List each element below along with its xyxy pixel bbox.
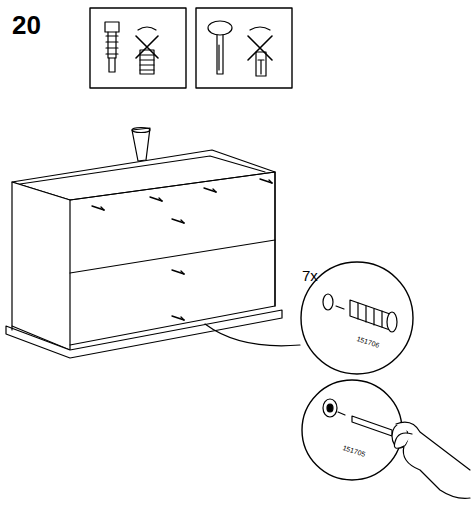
screw-arrow	[92, 179, 272, 320]
step-number: 20	[12, 12, 41, 38]
leg	[132, 128, 150, 161]
quantity-label: 7x	[302, 268, 318, 283]
pin-icon	[208, 21, 272, 76]
dowel-icon	[105, 22, 158, 74]
icon-box	[90, 8, 186, 88]
hand	[394, 422, 470, 498]
icon-box	[196, 8, 292, 88]
callout-circle	[301, 262, 413, 374]
callout-circle	[302, 380, 402, 480]
cabinet	[6, 150, 282, 358]
dowel	[323, 294, 397, 332]
leader-line	[205, 324, 300, 346]
